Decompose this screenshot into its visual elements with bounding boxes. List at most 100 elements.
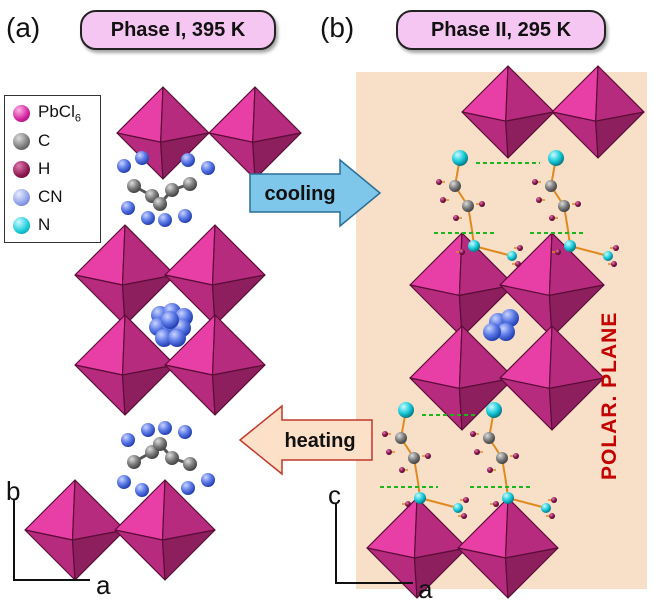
carbon-atom	[183, 177, 197, 191]
nitrogen-atom	[468, 240, 480, 252]
pbcl6-octahedron	[551, 65, 645, 159]
hydrogen-atom	[479, 201, 485, 207]
hydrogen-atom	[549, 215, 555, 221]
axis-a-vertical-label: b	[6, 476, 21, 506]
hydrogen-atom	[515, 261, 521, 267]
cn-atom	[181, 153, 195, 167]
hydrogen-atom	[613, 245, 619, 251]
carbon-atom	[153, 197, 167, 211]
nitrogen-atom	[507, 251, 517, 261]
pbcl6-icon	[13, 104, 30, 122]
hydrogen-atom	[382, 431, 388, 437]
pbcl6-octahedron	[461, 65, 555, 159]
pbcl6-octahedron	[24, 479, 126, 581]
hydrogen-atom	[513, 453, 519, 459]
pbcl6-octahedron	[499, 325, 605, 431]
cn-atom	[201, 473, 215, 487]
atom-bond	[507, 497, 547, 509]
legend-item-cn: CN	[13, 186, 63, 208]
cn-atom	[501, 309, 519, 327]
hydrogen-icon	[13, 160, 30, 178]
cn-atom	[178, 209, 192, 223]
phase-i-badge: Phase I, 395 K	[80, 10, 276, 50]
cn-atom	[135, 151, 149, 165]
legend-item-h: H	[13, 158, 50, 180]
cn-atom	[121, 433, 135, 447]
legend-item-pbcl6: PbCl6	[13, 102, 81, 124]
nitrogen-atom	[453, 503, 463, 513]
axis-a-lines	[13, 500, 90, 581]
cn-icon	[13, 188, 30, 206]
nitrogen-atom	[541, 503, 551, 513]
legend-label-h: H	[38, 159, 51, 178]
pbcl6-octahedron	[74, 224, 176, 326]
nitrogen-atom	[414, 492, 426, 504]
pbcl6-octahedron	[457, 497, 559, 599]
hydrogen-atom	[405, 501, 411, 507]
cn-atom	[141, 423, 155, 437]
pbcl6-octahedron	[409, 325, 515, 431]
hydrogen-atom	[474, 449, 480, 455]
pbcl6-octahedron	[164, 224, 266, 326]
hydrogen-atom	[549, 513, 555, 519]
hydrogen-atom	[517, 245, 523, 251]
carbon-atom	[558, 200, 570, 212]
legend-label-c: C	[38, 131, 51, 150]
heating-label: heating	[284, 430, 355, 452]
legend-label-n: N	[38, 215, 51, 234]
hydrogen-atom	[555, 249, 561, 255]
legend: PbCl6 C H CN N	[4, 95, 101, 243]
pbcl6-octahedron	[114, 479, 216, 581]
hydrogen-atom	[463, 497, 469, 503]
cn-atom	[158, 421, 172, 435]
carbon-atom	[395, 432, 407, 444]
carbon-atom	[462, 200, 474, 212]
legend-sub-6: 6	[74, 112, 81, 125]
cn-atom	[161, 311, 179, 329]
pbcl6-octahedron	[74, 314, 176, 416]
legend-label-cn: CN	[38, 187, 63, 206]
hydrogen-atom	[459, 249, 465, 255]
cn-atom	[117, 159, 131, 173]
hydrogen-atom	[536, 197, 542, 203]
carbon-icon	[13, 132, 30, 150]
cn-atom	[121, 201, 135, 215]
panel-b-label: (b)	[320, 12, 355, 43]
axis-b-vertical-label: c	[328, 480, 341, 510]
legend-item-n: N	[13, 214, 50, 236]
atom-bond	[473, 245, 513, 257]
carbon-atom	[165, 451, 179, 465]
nitrogen-atom	[486, 402, 502, 418]
hydrogen-atom	[532, 179, 538, 185]
hydrogen-atom	[436, 179, 442, 185]
carbon-atom	[127, 179, 141, 193]
carbon-atom	[183, 457, 197, 471]
hydrogen-atom	[399, 467, 405, 473]
nitrogen-icon	[13, 216, 30, 234]
panel-a-label: (a)	[6, 12, 41, 43]
hydrogen-atom	[461, 513, 467, 519]
cn-atom	[497, 323, 515, 341]
nitrogen-atom	[564, 240, 576, 252]
pbcl6-octahedron	[116, 86, 210, 180]
nitrogen-atom	[603, 251, 613, 261]
hydrogen-atom	[386, 449, 392, 455]
nitrogen-atom	[452, 150, 468, 166]
cooling-label: cooling	[264, 183, 335, 205]
pbcl6-octahedron	[164, 314, 266, 416]
atom-bond	[419, 497, 459, 509]
hydrogen-atom	[453, 215, 459, 221]
cn-atom	[168, 329, 186, 347]
cn-atom	[181, 481, 195, 495]
axis-b-lines	[335, 504, 413, 584]
cn-atom	[117, 475, 131, 489]
heating-arrow: heating	[238, 404, 373, 476]
axis-b-horizontal-label: a	[418, 574, 433, 604]
legend-item-c: C	[13, 130, 50, 152]
axis-a-horizontal-label: a	[96, 570, 111, 600]
carbon-atom	[153, 437, 167, 451]
carbon-atom	[545, 180, 557, 192]
cooling-arrow: cooling	[249, 158, 382, 228]
nitrogen-atom	[548, 150, 564, 166]
